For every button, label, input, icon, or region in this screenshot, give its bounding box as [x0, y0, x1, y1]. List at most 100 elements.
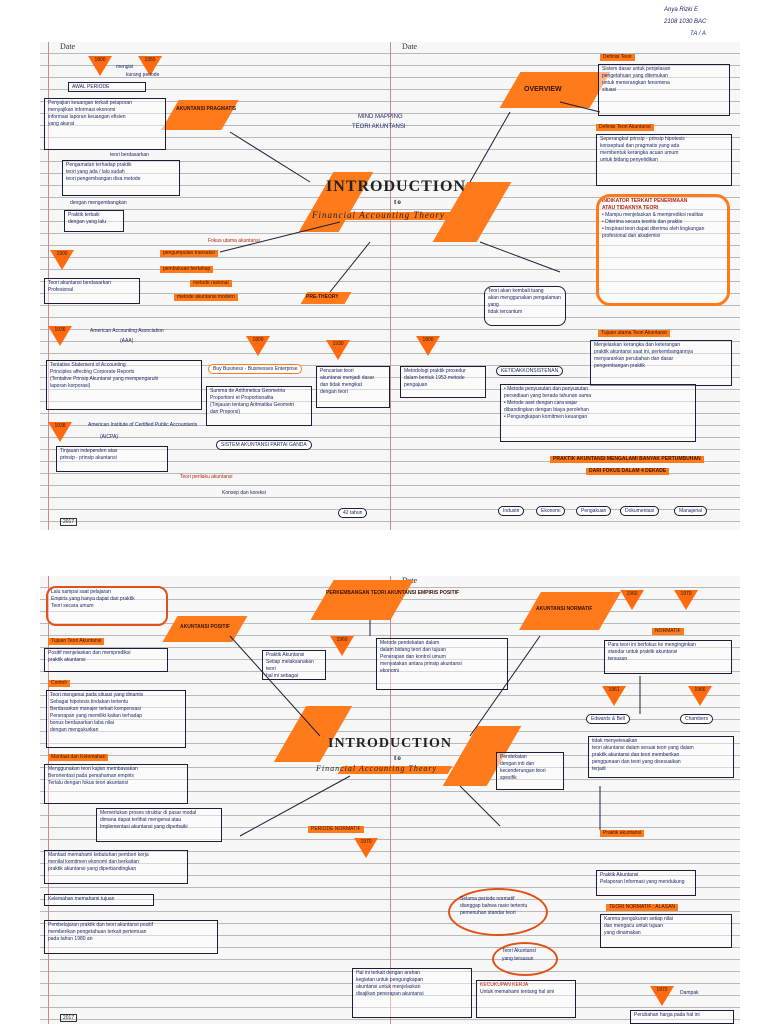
fokus-label: Fokus utama akuntansi	[208, 238, 260, 244]
arrow-note: teori berdasarkan	[110, 152, 149, 158]
edwards-pill: Edwards & Bell	[586, 714, 630, 724]
arrow-note: dengan mengembangkan	[70, 200, 127, 206]
tujuan-label: Tujuan Teori Akuntansi	[48, 638, 105, 645]
normatif-label: NORMATIF	[652, 628, 684, 635]
indikator-box: INDIKATOR TERKAIT PENERIMAAN ATAU TIDAKN…	[596, 194, 730, 306]
pragmatis-heading: AKUNTANSI PRAGMATIS	[176, 106, 237, 112]
page-footer: 2017	[60, 1014, 78, 1022]
year-marker: 1970	[650, 986, 674, 1006]
pre-theory-label: PRE-THEORY	[306, 294, 339, 300]
year-marker: 1900	[50, 250, 74, 270]
teori-akuntansi-red: Teori Akuntansi	[502, 948, 536, 954]
akuntansi-positif-heading: AKUNTANSI POSITIF	[180, 624, 230, 630]
timeline-note: kurang periode	[126, 72, 160, 78]
konsisten-box: KETIDAKKONSISTENAN	[496, 366, 564, 376]
kelemahan-box: Kelemahan memahami tujuan	[44, 894, 154, 906]
fokus-item: metode rasional	[190, 280, 232, 287]
year-marker: 1930	[326, 340, 350, 360]
pill-item: Pengakuan	[576, 506, 612, 516]
overview-heading: OVERVIEW	[524, 86, 562, 93]
page-subtitle: Financial Accounting Theory	[316, 764, 438, 773]
bus-box: Buy Business - Businesses Enterprise	[208, 364, 303, 374]
praktik-banner-2: DARI FOKUS DALAM 4 DEKADE	[586, 468, 670, 475]
manfaat2-box: Manfaat memahami kebutuhan pemberi kerja…	[44, 850, 188, 884]
page-title-to: to	[394, 198, 402, 206]
fokus-item: pengumpulan transaksi	[160, 250, 218, 257]
teori-akuntansi-label: TEORI AKUNTANSI	[352, 124, 406, 130]
perkembangan-heading: PERKEMBANGAN TEORI AKUNTANSI EMPIRIS POS…	[326, 590, 460, 596]
page-subtitle: Financial Accounting Theory	[312, 210, 445, 220]
year-marker: 1800	[88, 56, 112, 76]
praktik-akuntansi-label: Praktik akuntansi	[600, 830, 645, 837]
periode-normatif-label: PERIODE NORMATIF	[308, 826, 364, 833]
dampak-label: Dampak	[680, 990, 699, 996]
year-marker: 1961	[602, 686, 626, 706]
aaa-label: American Accounting Association	[90, 328, 164, 334]
pill-item: Dokumentasi	[620, 506, 660, 516]
timeline-note: mengisi	[116, 64, 134, 70]
page-title: INTRODUCTION	[326, 178, 467, 195]
fokus-item: metode akuntansi modern	[174, 294, 238, 301]
teori-perilaku: Teori perilaku akuntansi	[180, 474, 233, 480]
sistem-box: SISTEM AKUNTANSI PARTAI GANDA	[216, 440, 312, 450]
connector-lines	[229, 620, 641, 837]
normatif-right-label: TEORI NORMATIF : ALASAN	[606, 904, 679, 911]
year-marker: 1800	[416, 336, 440, 356]
pill-item: Industri	[498, 506, 525, 516]
year-marker: 1970	[674, 590, 698, 610]
year-marker: 1936	[48, 326, 72, 346]
evolusi-label: Konsep dan koreksi	[222, 490, 266, 496]
page-title-to: to	[394, 754, 402, 762]
definisi-akuntansi-label: Definisi Teori Akuntansi	[596, 124, 654, 131]
year-marker: 1938	[48, 422, 72, 442]
page-footer: 2017	[60, 518, 78, 526]
connector-lines	[219, 101, 601, 293]
akuntansi-normatif-heading: AKUNTANSI NORMATIF	[536, 606, 593, 612]
date-label: Date	[60, 42, 76, 51]
student-class: 7A / A	[690, 31, 706, 37]
year-marker: 1955	[138, 56, 162, 76]
manfaat-label: Manfaat dan Kelemahan	[48, 754, 109, 761]
aicpa-short: (AICPA)	[100, 434, 118, 440]
pill-item: Manajerial	[674, 506, 708, 516]
definisi-teori-label: Definisi Teori	[600, 54, 635, 61]
aicpa-label: American Institute of Certified Public A…	[88, 422, 198, 428]
ukuran-pill: 42 tahun	[338, 508, 368, 518]
fokus-item: pembukuan bertahap	[160, 266, 214, 273]
pill-item: Ekonomi	[536, 506, 566, 516]
notebook-page-1: Date Date 1800 1955 mengisi kurang perio…	[40, 42, 740, 530]
year-marker: 1966	[688, 686, 712, 706]
contoh-box: Teori mengenai pada situasi yang dinamis…	[46, 690, 186, 748]
manfaat-sub-box: Memerlukan proses struktur di pasar moda…	[96, 808, 222, 842]
chambers-pill: Chambers	[680, 714, 714, 724]
teori-circle	[492, 942, 558, 976]
kecukupan-box: KECUKUPAN KERJA Untuk memahami tentang h…	[476, 980, 576, 1018]
timeline-box: AWAL PERIODE	[68, 82, 146, 92]
student-name: Anya Rizki E	[664, 7, 699, 13]
